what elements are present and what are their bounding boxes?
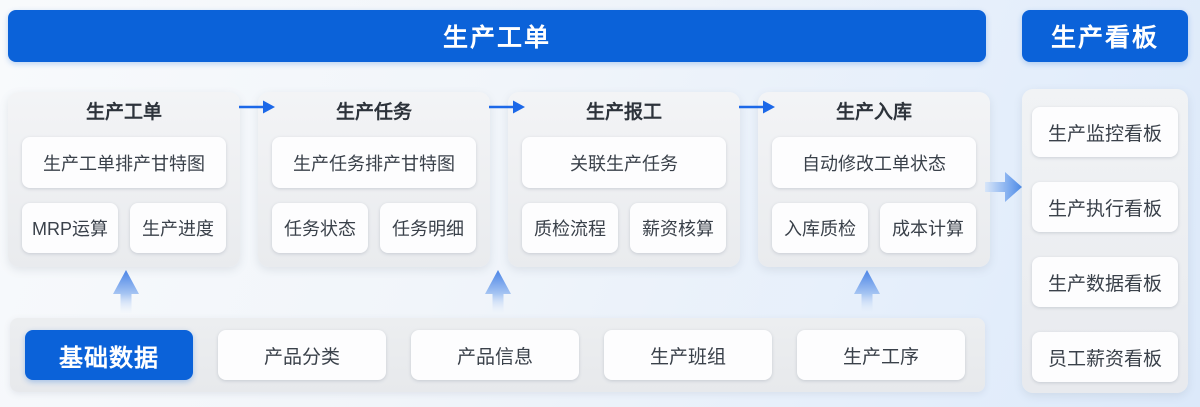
kanban-item: 生产监控看板 [1032, 107, 1178, 157]
card-feature: 成本计算 [880, 203, 976, 253]
card-feature-row: 入库质检 成本计算 [772, 203, 976, 253]
card-title: 生产任务 [335, 102, 412, 123]
card-feature: 薪资核算 [630, 203, 726, 253]
up-arrow-icon [485, 270, 511, 313]
kanban-header-title: 生产看板 [1050, 24, 1159, 52]
card-feature: 质检流程 [522, 203, 618, 253]
up-arrow-icon [113, 270, 139, 313]
main-header-banner: 生产工单 [8, 10, 986, 62]
base-data-panel: 基础数据 产品分类 产品信息 生产班组 生产工序 [10, 318, 985, 392]
card-feature-row: MRP运算 生产进度 [22, 203, 226, 253]
card-title: 生产入库 [835, 102, 912, 123]
base-data-chip: 生产班组 [604, 330, 772, 380]
base-data-chip: 产品分类 [218, 330, 386, 380]
card-feature: MRP运算 [22, 203, 118, 253]
kanban-item: 员工薪资看板 [1032, 332, 1178, 382]
flow-arrow-icon [739, 100, 775, 114]
card-feature-row: 任务状态 任务明细 [272, 203, 476, 253]
card-feature: 入库质检 [772, 203, 868, 253]
flow-arrow-icon [489, 100, 525, 114]
up-arrow-icon [854, 270, 880, 313]
card-feature: 任务状态 [272, 203, 368, 253]
kanban-item: 生产数据看板 [1032, 257, 1178, 307]
card-title: 生产工单 [85, 102, 162, 123]
kanban-arrow-icon [985, 172, 1022, 202]
stage-card-task: 生产任务 生产任务排产甘特图 任务状态 任务明细 [258, 92, 490, 267]
base-data-chip-highlight: 基础数据 [25, 330, 193, 380]
stage-card-report: 生产报工 关联生产任务 质检流程 薪资核算 [508, 92, 740, 267]
stage-card-inbound: 生产入库 自动修改工单状态 入库质检 成本计算 [758, 92, 990, 267]
card-title: 生产报工 [585, 102, 662, 123]
card-feature-wide: 生产任务排产甘特图 [272, 137, 476, 188]
card-feature: 任务明细 [380, 203, 476, 253]
kanban-header-banner: 生产看板 [1022, 10, 1188, 62]
stage-card-workorder: 生产工单 生产工单排产甘特图 MRP运算 生产进度 [8, 92, 240, 267]
card-feature-wide: 自动修改工单状态 [772, 137, 976, 188]
card-feature-row: 质检流程 薪资核算 [522, 203, 726, 253]
card-feature-wide: 生产工单排产甘特图 [22, 137, 226, 188]
kanban-panel: 生产监控看板 生产执行看板 生产数据看板 员工薪资看板 [1022, 89, 1188, 393]
main-header-title: 生产工单 [442, 24, 551, 52]
card-feature-wide: 关联生产任务 [522, 137, 726, 188]
base-data-chip: 产品信息 [411, 330, 579, 380]
kanban-item: 生产执行看板 [1032, 182, 1178, 232]
base-data-chip: 生产工序 [797, 330, 965, 380]
flow-arrow-icon [239, 100, 275, 114]
card-feature: 生产进度 [130, 203, 226, 253]
